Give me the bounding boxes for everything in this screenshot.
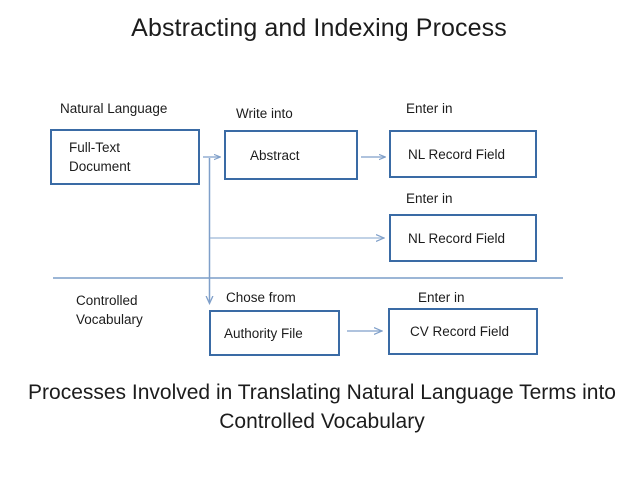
page-title: Abstracting and Indexing Process: [131, 14, 507, 42]
box-full-text-document[interactable]: Full-Text Document: [50, 129, 200, 185]
box-abstract-label: Abstract: [250, 147, 300, 163]
label-natural-language: Natural Language: [60, 101, 168, 116]
box-nl-record-field-middle[interactable]: NL Record Field: [389, 214, 537, 262]
box-nl-record-field-top[interactable]: NL Record Field: [389, 130, 537, 178]
box-cv-record-field[interactable]: CV Record Field: [388, 308, 538, 355]
label-enter-in-bottom: Enter in: [418, 290, 465, 305]
label-enter-in-middle: Enter in: [406, 191, 453, 206]
label-write-into: Write into: [236, 106, 293, 121]
box-abstract[interactable]: Abstract: [224, 130, 358, 180]
box-nl-record-field-top-label: NL Record Field: [408, 146, 506, 162]
label-controlled-vocabulary: Controlled Vocabulary: [76, 293, 143, 327]
box-authority-file-label: Authority File: [224, 325, 303, 341]
label-chose-from: Chose from: [226, 290, 296, 305]
box-authority-file[interactable]: Authority File: [209, 310, 340, 356]
section-divider: [53, 277, 563, 279]
box-cv-record-field-label: CV Record Field: [410, 324, 510, 339]
label-enter-in-top: Enter in: [406, 101, 453, 116]
slide-caption: Processes Involved in Translating Natura…: [28, 381, 616, 433]
box-nl-record-field-middle-label: NL Record Field: [408, 230, 506, 246]
box-full-text-document-label: Full-Text Document: [69, 140, 131, 174]
